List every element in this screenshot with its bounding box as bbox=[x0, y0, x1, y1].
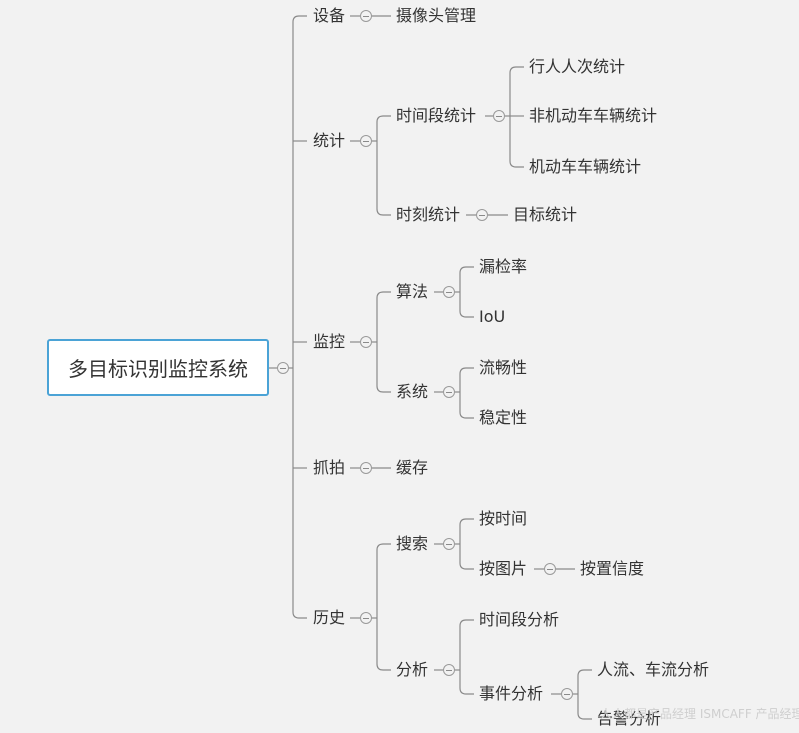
collapse-icon[interactable] bbox=[544, 563, 556, 575]
node-stats[interactable]: 统计 bbox=[313, 131, 346, 150]
node-camera-mgmt[interactable]: 摄像头管理 bbox=[396, 6, 477, 25]
root-node[interactable]: 多目标识别监控系统 bbox=[47, 339, 269, 396]
node-miss-rate[interactable]: 漏检率 bbox=[479, 257, 528, 276]
node-monitor[interactable]: 监控 bbox=[313, 332, 346, 351]
node-algorithm[interactable]: 算法 bbox=[396, 282, 429, 301]
collapse-icon[interactable] bbox=[443, 538, 455, 550]
node-motor-count[interactable]: 机动车车辆统计 bbox=[529, 157, 642, 176]
node-pedestrian-count[interactable]: 行人人次统计 bbox=[529, 57, 626, 76]
node-period-stats[interactable]: 时间段统计 bbox=[396, 106, 477, 125]
node-stability[interactable]: 稳定性 bbox=[479, 408, 528, 427]
connector-lines bbox=[269, 15, 592, 720]
node-by-image[interactable]: 按图片 bbox=[479, 559, 528, 578]
node-system[interactable]: 系统 bbox=[396, 382, 429, 401]
collapse-icon[interactable] bbox=[561, 688, 573, 700]
node-moment-stats[interactable]: 时刻统计 bbox=[396, 205, 461, 224]
collapse-icon[interactable] bbox=[360, 612, 372, 624]
collapse-icon[interactable] bbox=[443, 386, 455, 398]
watermark: 人人都是产品经理 ISMCAFF 产品经理社区 bbox=[600, 707, 799, 721]
node-non-motor-count[interactable]: 非机动车车辆统计 bbox=[529, 106, 658, 125]
collapse-icon[interactable] bbox=[360, 462, 372, 474]
node-by-time[interactable]: 按时间 bbox=[479, 509, 528, 528]
collapse-icon[interactable] bbox=[476, 209, 488, 221]
node-event-analysis[interactable]: 事件分析 bbox=[479, 684, 544, 703]
node-target-stats[interactable]: 目标统计 bbox=[513, 205, 578, 224]
node-by-confidence[interactable]: 按置信度 bbox=[580, 559, 645, 578]
node-device[interactable]: 设备 bbox=[313, 6, 346, 25]
node-history[interactable]: 历史 bbox=[313, 608, 346, 627]
node-search[interactable]: 搜索 bbox=[396, 534, 429, 553]
node-analysis[interactable]: 分析 bbox=[396, 660, 429, 679]
collapse-icon[interactable] bbox=[360, 10, 372, 22]
collapse-icon[interactable] bbox=[360, 135, 372, 147]
node-alarm-analysis[interactable]: 告警分析 bbox=[597, 709, 662, 728]
collapse-icon[interactable] bbox=[443, 286, 455, 298]
collapse-icon[interactable] bbox=[443, 664, 455, 676]
node-period-analysis[interactable]: 时间段分析 bbox=[479, 610, 560, 629]
collapse-icon[interactable] bbox=[360, 336, 372, 348]
node-flow-analysis[interactable]: 人流、车流分析 bbox=[597, 660, 710, 679]
root-label: 多目标识别监控系统 bbox=[68, 357, 248, 381]
collapse-icon[interactable] bbox=[277, 362, 289, 374]
node-capture[interactable]: 抓拍 bbox=[313, 458, 346, 477]
collapse-icon[interactable] bbox=[493, 110, 505, 122]
node-iou[interactable]: IoU bbox=[479, 307, 506, 326]
node-cache[interactable]: 缓存 bbox=[396, 458, 429, 477]
node-fluency[interactable]: 流畅性 bbox=[479, 358, 528, 377]
